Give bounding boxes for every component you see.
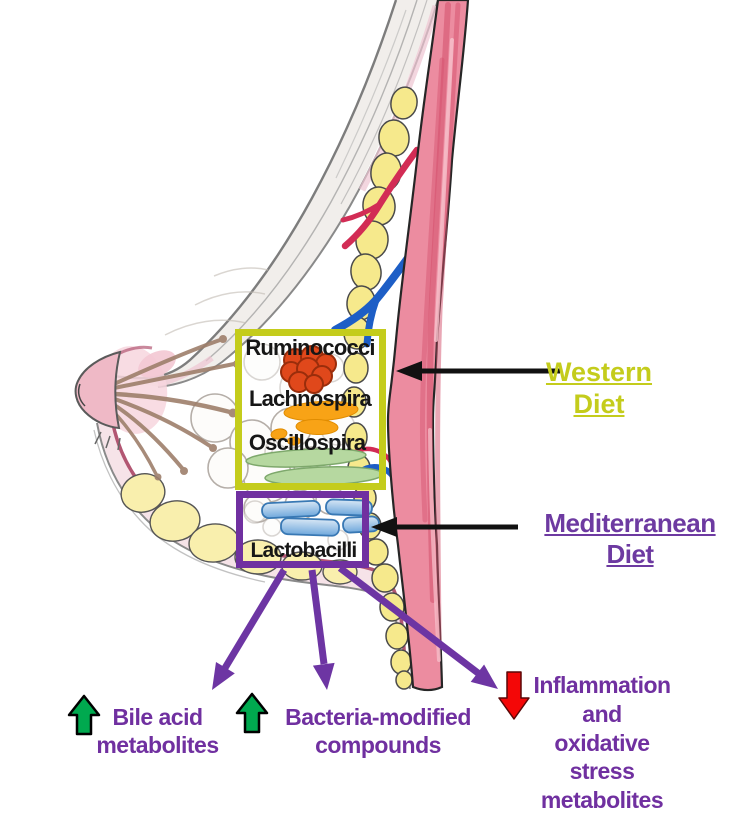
western-diet-line-2: Diet bbox=[573, 389, 625, 420]
bile-acid-line-2: metabolites bbox=[96, 732, 219, 759]
mediterranean-diet-line-1: Mediterranean bbox=[544, 508, 716, 538]
mediterranean-diet-line-2: Diet bbox=[606, 539, 654, 570]
western-diet-line-1: Western bbox=[545, 357, 653, 387]
inflammation-line-3: oxidative bbox=[554, 729, 650, 756]
lactobacilli-label: Lactobacilli bbox=[250, 539, 358, 562]
oscillospira-label: Oscillospira bbox=[248, 430, 366, 455]
bacteria-modified-line-1: Bacteria-modified bbox=[285, 704, 471, 730]
lachnospira-label: Lachnospira bbox=[248, 386, 372, 411]
western-diet-left-arrow-icon bbox=[396, 361, 560, 381]
mediterranean-diet-left-arrow-icon bbox=[371, 517, 518, 537]
mediterranean-diet-label: Mediterranean Diet bbox=[522, 508, 738, 570]
bacteria-modified-up-arrow-icon bbox=[235, 692, 269, 734]
nipple bbox=[74, 350, 122, 451]
bile-acid-line-1: Bile acid bbox=[112, 704, 203, 730]
bacteria-modified-compounds-label: Bacteria-modified compounds bbox=[272, 703, 484, 759]
western-diet-bacteria-box bbox=[235, 329, 386, 490]
outcome-purple-arrows bbox=[212, 565, 498, 690]
inflammation-line-4: stress bbox=[569, 758, 635, 785]
inflammation-oxidative-stress-label: Inflammation and oxidative stress metabo… bbox=[522, 671, 682, 815]
bacteria-modified-line-2: compounds bbox=[315, 732, 441, 759]
western-diet-label: Western Diet bbox=[518, 356, 680, 421]
lactobacilli-rod-icon bbox=[261, 498, 380, 537]
mediterranean-diet-bacteria-box bbox=[236, 491, 369, 568]
inflammation-line-1: Inflammation bbox=[533, 672, 671, 698]
pectoral-muscle bbox=[386, 0, 470, 692]
inflammation-line-2: and bbox=[582, 700, 622, 727]
ruminococci-label: Ruminococci bbox=[245, 335, 375, 360]
inflammation-line-5: metabolites bbox=[540, 787, 664, 813]
ruminococci-cocci-icon bbox=[280, 345, 337, 394]
bile-acid-up-arrow-icon bbox=[67, 694, 101, 736]
fat-lobules bbox=[120, 86, 418, 690]
bile-acid-metabolites-label: Bile acid metabolites bbox=[80, 703, 235, 759]
oscillospira-oval-icon bbox=[245, 448, 384, 486]
lachnospira-blob-icon bbox=[270, 400, 359, 446]
inflammation-down-arrow-icon bbox=[498, 671, 530, 720]
